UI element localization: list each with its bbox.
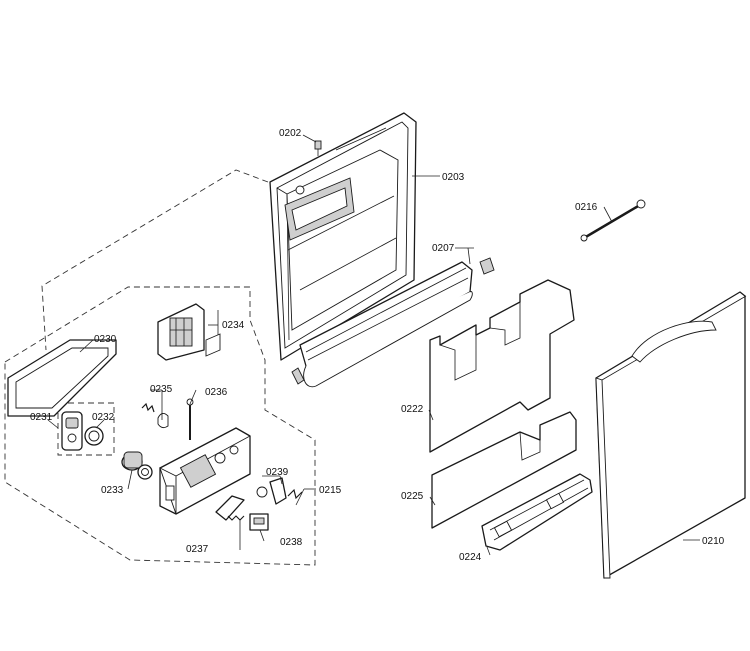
label-0237: 0237 bbox=[186, 544, 209, 555]
label-0224: 0224 bbox=[459, 552, 482, 563]
group-outline-0215 bbox=[4, 286, 316, 566]
button-cover-0231 bbox=[61, 411, 83, 451]
inner-door-panel bbox=[269, 112, 417, 361]
door-handle-trim bbox=[481, 473, 593, 551]
pin-0236 bbox=[186, 398, 194, 440]
spring-0235 bbox=[141, 402, 169, 429]
outer-door-panel bbox=[595, 291, 747, 579]
label-0203: 0203 bbox=[442, 172, 465, 183]
ring-0232 bbox=[84, 426, 104, 446]
knob-0233 bbox=[121, 451, 153, 480]
group-outline-0230 bbox=[41, 169, 269, 351]
insulation-pad-upper bbox=[429, 279, 575, 453]
latch-parts-0237 bbox=[215, 495, 245, 521]
label-0233: 0233 bbox=[101, 485, 124, 496]
control-panel-frame bbox=[7, 339, 117, 417]
screw-0202 bbox=[314, 140, 322, 156]
label-0236: 0236 bbox=[205, 387, 228, 398]
label-0207: 0207 bbox=[432, 243, 455, 254]
label-0216: 0216 bbox=[575, 202, 598, 213]
label-0222: 0222 bbox=[401, 404, 424, 415]
leader-lines bbox=[47, 134, 700, 556]
group-outline-0231-0232 bbox=[57, 402, 115, 456]
insulation-pad-lower bbox=[431, 411, 577, 529]
door-seal-strip bbox=[291, 257, 495, 388]
label-0238: 0238 bbox=[280, 537, 303, 548]
control-module bbox=[159, 427, 251, 515]
label-0231: 0231 bbox=[30, 412, 53, 423]
switch-0238 bbox=[249, 513, 269, 531]
label-0239: 0239 bbox=[266, 467, 289, 478]
springs-0239 bbox=[256, 477, 303, 505]
label-0232: 0232 bbox=[92, 412, 115, 423]
label-0210: 0210 bbox=[702, 536, 725, 547]
label-0215: 0215 bbox=[319, 485, 342, 496]
label-0230: 0230 bbox=[94, 334, 117, 345]
label-0202: 0202 bbox=[279, 128, 302, 139]
label-0225: 0225 bbox=[401, 491, 424, 502]
label-0234: 0234 bbox=[222, 320, 245, 331]
label-0235: 0235 bbox=[150, 384, 173, 395]
vent-cover-0234 bbox=[157, 303, 221, 361]
